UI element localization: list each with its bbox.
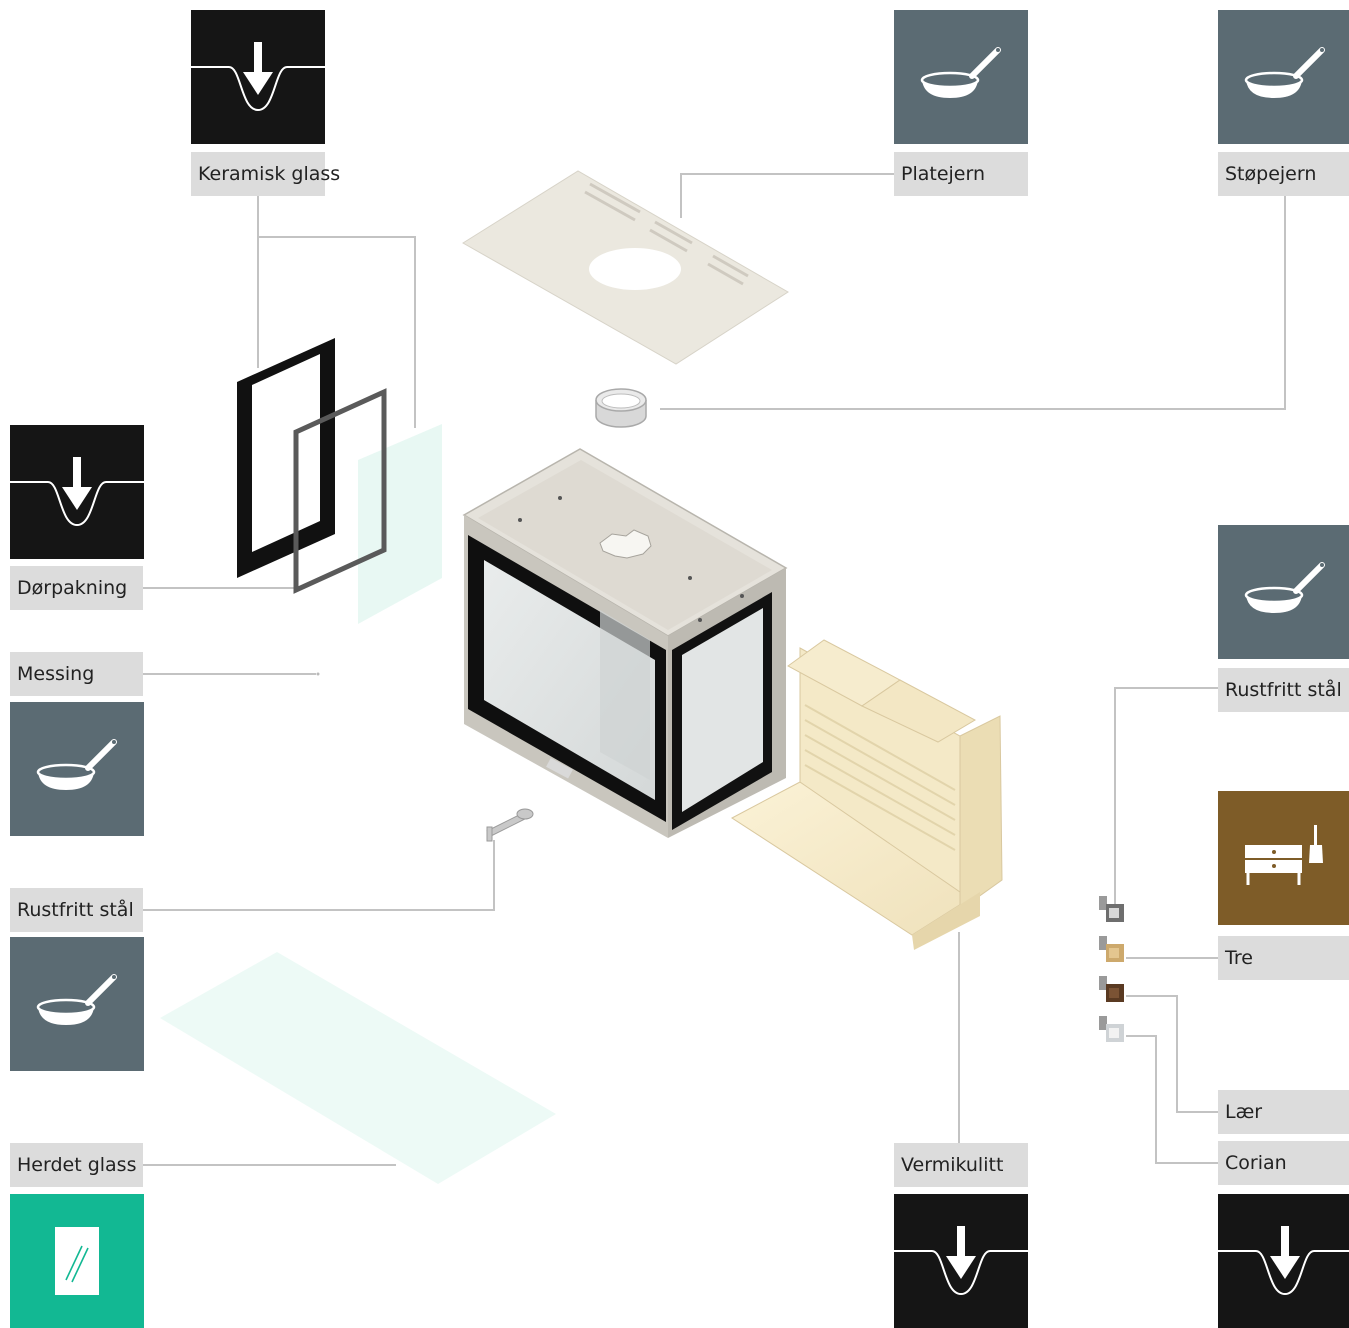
- handle-sample-wood: [1099, 936, 1124, 962]
- leader-corian: [1126, 1035, 1218, 1164]
- label-herdet-glass: Herdet glass: [10, 1143, 143, 1187]
- label-rustfritt-stal-right: Rustfritt stål: [1218, 668, 1349, 712]
- label-corian: Corian: [1218, 1141, 1349, 1185]
- tile-rustfritt-stal-right: [1218, 525, 1349, 659]
- tile-platejern: [894, 10, 1028, 144]
- tile-corian: [1218, 1194, 1349, 1328]
- label-keramisk-glass: Keramisk glass: [191, 152, 340, 196]
- leader-lines: [143, 173, 1286, 1166]
- top-steel-plate: [462, 170, 789, 365]
- handle-samples: [1099, 896, 1124, 1042]
- door-handle-part: [486, 808, 534, 842]
- handle-sample-corian: [1099, 1016, 1124, 1042]
- label-tre: Tre: [1218, 936, 1349, 980]
- ceramic-press-icon: [10, 457, 144, 527]
- leader-rustfritt-stal-left: [143, 840, 495, 911]
- frying-pan-icon: [36, 974, 117, 1025]
- door-gasket: [293, 388, 387, 594]
- leader-platejern: [680, 173, 894, 218]
- leader-laer: [1126, 995, 1218, 1113]
- tile-vermikulitt: [894, 1194, 1028, 1328]
- tile-dorpakning: [10, 425, 144, 559]
- tile-tre: [1218, 791, 1349, 925]
- ceramic-press-icon: [894, 1226, 1028, 1296]
- tempered-glass-plate: [160, 952, 556, 1184]
- frying-pan-icon: [1244, 562, 1325, 613]
- tile-stopejern: [1218, 10, 1349, 144]
- vermiculite-liner: [731, 639, 1003, 950]
- leader-keramisk-glass: [257, 194, 416, 428]
- glass-pane-icon: [55, 1227, 99, 1295]
- ceramic-press-icon: [1218, 1226, 1349, 1296]
- tile-keramisk-glass: [191, 10, 325, 144]
- label-platejern: Platejern: [894, 152, 1028, 196]
- frying-pan-icon: [1244, 47, 1325, 98]
- tile-rustfritt-stal-left: [10, 937, 144, 1071]
- frying-pan-icon: [36, 739, 117, 790]
- flue-collar-ring: [595, 388, 647, 428]
- leader-stopejern: [660, 194, 1286, 410]
- ceramic-press-icon: [191, 42, 325, 112]
- handle-sample-leather: [1099, 976, 1124, 1002]
- brass-pin: [316, 672, 320, 676]
- handle-sample-steel: [1099, 896, 1124, 922]
- label-vermikulitt: Vermikulitt: [894, 1143, 1028, 1187]
- furniture-brush-icon: [1245, 825, 1323, 885]
- tile-messing: [10, 702, 144, 836]
- frying-pan-icon: [920, 47, 1001, 98]
- door-frame: [237, 338, 335, 578]
- label-stopejern: Støpejern: [1218, 152, 1349, 196]
- label-laer: Lær: [1218, 1090, 1349, 1134]
- fireplace-body: [462, 448, 788, 838]
- tile-herdet-glass: [10, 1194, 144, 1328]
- leader-rustfritt-stal-right: [1114, 687, 1218, 905]
- ceramic-glass-panel: [358, 424, 442, 624]
- label-rustfritt-stal-left: Rustfritt stål: [10, 888, 143, 932]
- label-messing: Messing: [10, 652, 143, 696]
- label-dorpakning: Dørpakning: [10, 566, 143, 610]
